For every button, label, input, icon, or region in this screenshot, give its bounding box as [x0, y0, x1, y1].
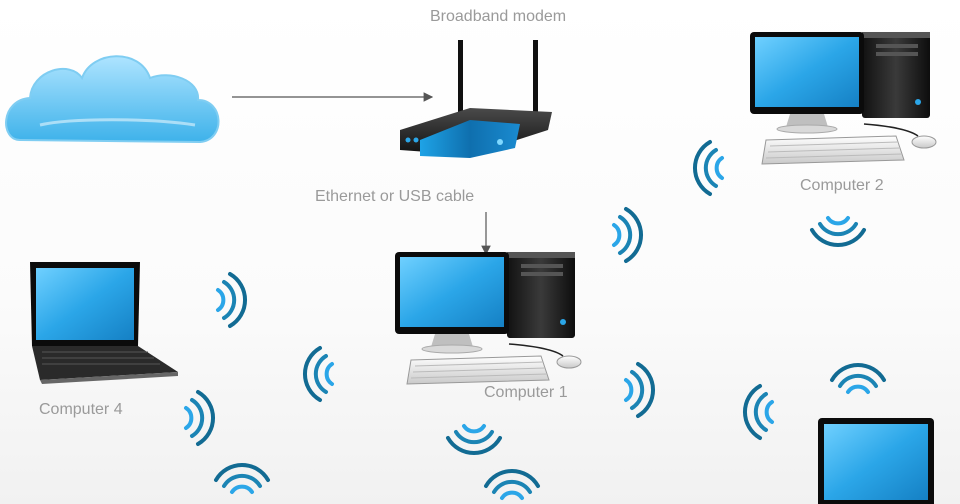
wifi-signal-icon — [742, 384, 774, 440]
computer-2-label: Computer 2 — [800, 177, 884, 194]
wifi-signal-icon — [484, 468, 540, 500]
wifi-signal-icon — [302, 346, 334, 402]
wifi-signal-icon — [810, 216, 866, 248]
wifi-signal-icon — [184, 390, 216, 446]
wifi-signal-icon — [624, 362, 656, 418]
desktop-computer-icon — [394, 251, 582, 385]
laptop-icon — [30, 262, 178, 384]
computer-1-label: Computer 1 — [484, 384, 568, 401]
wifi-signal-icon — [216, 272, 248, 328]
wifi-signal-icon — [446, 424, 502, 456]
desktop-computer-icon — [818, 418, 934, 504]
desktop-computer-icon — [749, 31, 937, 165]
wifi-signal-icon — [214, 462, 270, 494]
cloud-icon — [5, 55, 220, 144]
wifi-signal-icon — [692, 140, 724, 196]
wifi-signal-icon — [830, 362, 886, 394]
wifi-signal-icon — [612, 207, 644, 263]
modem-icon — [400, 40, 552, 158]
computer-4-label: Computer 4 — [39, 401, 123, 418]
cable-label: Ethernet or USB cable — [315, 188, 475, 205]
modem-label: Broadband modem — [430, 8, 567, 25]
